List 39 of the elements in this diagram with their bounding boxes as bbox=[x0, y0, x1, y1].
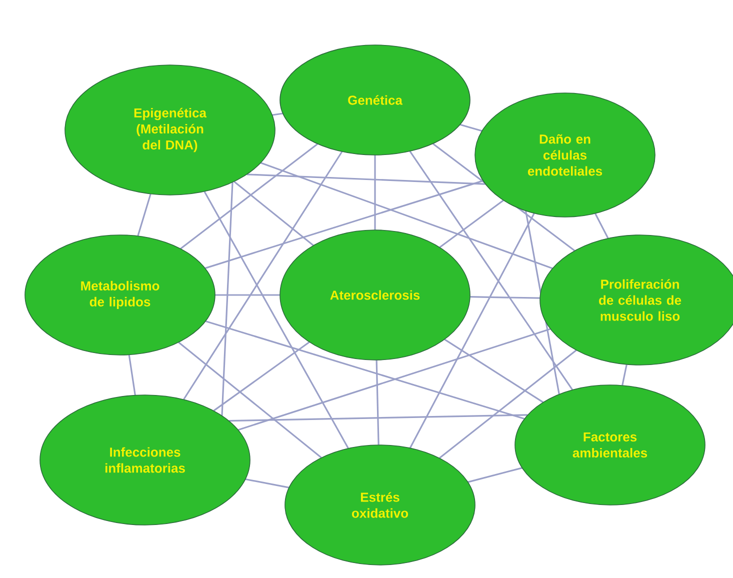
connector-line bbox=[439, 200, 504, 248]
connector-line bbox=[468, 467, 522, 483]
oval-node: Epigenética (Metilación del DNA) bbox=[64, 64, 276, 196]
connector-line bbox=[374, 155, 376, 230]
connector-line bbox=[622, 364, 628, 386]
oval-node: Metabolismo de lipidos bbox=[24, 234, 216, 356]
oval-node: Infecciones inflamatorias bbox=[40, 394, 250, 526]
connector-line bbox=[460, 124, 482, 132]
connector-line bbox=[409, 150, 574, 390]
oval-node: Genética bbox=[280, 44, 470, 156]
connector-line bbox=[238, 328, 551, 431]
connector-line bbox=[137, 194, 152, 236]
connector-line bbox=[229, 414, 528, 422]
connector-line bbox=[178, 342, 322, 458]
connector-line bbox=[213, 342, 310, 412]
oval-node: Factores ambientales bbox=[514, 384, 706, 506]
connector-line bbox=[470, 296, 540, 299]
oval-node: Daño en células endoteliales bbox=[474, 92, 656, 218]
connector-line bbox=[409, 213, 535, 448]
connector-line bbox=[272, 112, 283, 116]
connector-line bbox=[128, 354, 136, 396]
connector-line bbox=[180, 143, 318, 250]
connector-line bbox=[221, 182, 234, 416]
connector-line bbox=[439, 350, 577, 459]
connector-line bbox=[594, 213, 609, 239]
connector-line bbox=[204, 191, 349, 449]
connector-line bbox=[376, 360, 380, 445]
connector-line bbox=[183, 151, 343, 400]
oval-node: Aterosclerosis bbox=[280, 230, 470, 360]
connector-line bbox=[234, 181, 314, 246]
connector-line bbox=[260, 162, 553, 270]
connector-line bbox=[205, 320, 525, 420]
connector-line bbox=[215, 294, 280, 296]
oval-node: Proliferación de células de musculo liso bbox=[540, 234, 733, 366]
connector-line bbox=[204, 180, 484, 269]
connector-line bbox=[246, 174, 486, 185]
connector-line bbox=[245, 478, 290, 488]
connector-line bbox=[444, 338, 544, 403]
oval-node: Estrés oxidativo bbox=[284, 444, 476, 566]
